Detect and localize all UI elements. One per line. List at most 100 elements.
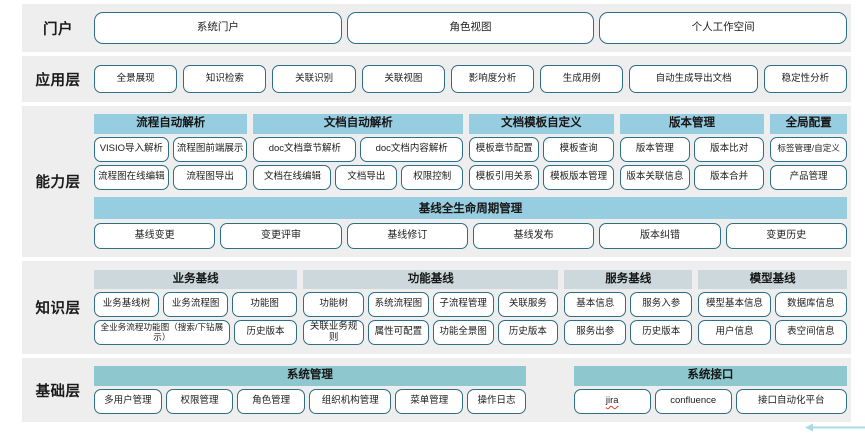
jira-label: jira <box>605 394 619 406</box>
foundation-item[interactable]: 多用户管理 <box>94 388 162 414</box>
knowledge-item[interactable]: 系统流程图 <box>367 292 429 318</box>
foundation-item-confluence[interactable]: confluence <box>654 388 732 414</box>
knowledge-item[interactable]: 业务流程图 <box>163 292 229 318</box>
knowledge-item[interactable]: 服务入参 <box>630 292 693 318</box>
foundation-item[interactable]: 菜单管理 <box>395 388 464 414</box>
foundation-item[interactable]: 操作日志 <box>467 388 526 414</box>
knowledge-item[interactable]: 关联业务规则 <box>303 320 364 346</box>
baseline-item[interactable]: 版本纠错 <box>599 222 721 249</box>
knowledge-item[interactable]: 用户信息 <box>698 320 771 346</box>
capability-group-1-header: 文档自动解析 <box>253 114 464 134</box>
application-item-4[interactable]: 影响度分析 <box>450 65 535 93</box>
baseline-item[interactable]: 基线发布 <box>472 222 595 249</box>
knowledge-groups: 业务基线 业务基线树 业务流程图 功能图 全业务流程功能图（搜索/下钻展示） 历… <box>94 269 848 346</box>
knowledge-group-0-header: 业务基线 <box>94 269 298 290</box>
layer-foundation: 基础层 系统管理 多用户管理 权限管理 角色管理 组织机构管理 菜单管理 操作日… <box>22 358 851 422</box>
capability-item[interactable]: 版本管理 <box>619 136 690 162</box>
capability-item[interactable]: 标签管理/自定义 <box>770 136 847 162</box>
capability-groups: 流程自动解析 VISIO导入解析 流程图前端展示 流程图在线编辑 流程图导出 <box>94 114 847 190</box>
knowledge-group-1-row-0: 功能树 系统流程图 子流程管理 关联服务 <box>303 292 559 318</box>
knowledge-item[interactable]: 功能图 <box>232 292 298 318</box>
knowledge-item[interactable]: 历史版本 <box>233 320 298 346</box>
portal-item-0[interactable]: 系统门户 <box>94 12 342 44</box>
knowledge-item[interactable]: 关联服务 <box>497 292 559 318</box>
capability-item[interactable]: 流程图在线编辑 <box>94 164 169 190</box>
knowledge-item[interactable]: 基本信息 <box>564 292 627 318</box>
baseline-lifecycle-header: 基线全生命周期管理 <box>94 196 847 219</box>
knowledge-item[interactable]: 全业务流程功能图（搜索/下钻展示） <box>94 320 230 346</box>
knowledge-item[interactable]: 模型基本信息 <box>698 292 771 318</box>
capability-group-3-header: 版本管理 <box>619 114 765 134</box>
capability-item[interactable]: 版本比对 <box>693 136 765 162</box>
application-item-7[interactable]: 稳定性分析 <box>763 65 848 93</box>
baseline-item[interactable]: 基线变更 <box>94 222 216 249</box>
capability-item[interactable]: 产品管理 <box>770 164 847 190</box>
application-item-5[interactable]: 生成用例 <box>540 65 624 93</box>
knowledge-group-3-header: 模型基线 <box>698 269 847 290</box>
portal-item-row: 系统门户 角色视图 个人工作空间 <box>94 12 848 44</box>
capability-item[interactable]: 流程图前端展示 <box>172 136 248 162</box>
capability-item[interactable]: 文档导出 <box>335 164 398 190</box>
capability-item[interactable]: 模板引用关系 <box>469 164 540 190</box>
baseline-item[interactable]: 基线修订 <box>346 222 468 249</box>
capability-item[interactable]: 版本关联信息 <box>619 164 690 190</box>
capability-group-0-row-1: 流程图在线编辑 流程图导出 <box>94 164 248 190</box>
capability-item[interactable]: 版本合并 <box>693 164 765 190</box>
capability-item[interactable]: VISIO导入解析 <box>94 136 169 162</box>
foundation-groups: 系统管理 多用户管理 权限管理 角色管理 组织机构管理 菜单管理 操作日志 <box>94 366 847 414</box>
baseline-item[interactable]: 变更历史 <box>725 222 847 249</box>
knowledge-group-2-header: 服务基线 <box>564 269 693 290</box>
capability-item[interactable]: 模板版本管理 <box>543 164 614 190</box>
foundation-item[interactable]: 角色管理 <box>237 388 305 414</box>
baseline-item[interactable]: 变更评审 <box>220 222 342 249</box>
knowledge-item[interactable]: 历史版本 <box>497 320 559 346</box>
layer-knowledge: 知识层 业务基线 业务基线树 业务流程图 功能图 全业务流程功能图（搜索/下钻展… <box>22 261 851 354</box>
knowledge-group-3: 模型基线 模型基本信息 数据库信息 用户信息 表空间信息 <box>698 269 848 346</box>
capability-group-1-row-1: 文档在线编辑 文档导出 权限控制 <box>253 164 464 190</box>
capability-item[interactable]: doc文档章节解析 <box>253 136 357 162</box>
capability-group-4: 全局配置 标签管理/自定义 产品管理 <box>770 114 847 190</box>
portal-item-2[interactable]: 个人工作空间 <box>599 12 848 44</box>
application-item-row: 全景展现 知识检索 关联识别 关联视图 影响度分析 生成用例 自动生成导出文档 … <box>94 65 848 93</box>
capability-group-2-row-1: 模板引用关系 模板版本管理 <box>469 164 614 190</box>
knowledge-item[interactable]: 业务基线树 <box>94 292 160 318</box>
layer-application: 应用层 全景展现 知识检索 关联识别 关联视图 影响度分析 生成用例 自动生成导… <box>22 56 851 102</box>
knowledge-group-1-header: 功能基线 <box>303 269 559 290</box>
capability-item[interactable]: 文档在线编辑 <box>253 164 332 190</box>
foundation-item[interactable]: 组织机构管理 <box>308 388 392 414</box>
knowledge-item[interactable]: 功能树 <box>303 292 364 318</box>
foundation-item-api-platform[interactable]: 接口自动化平台 <box>735 388 847 414</box>
knowledge-item[interactable]: 子流程管理 <box>432 292 494 318</box>
capability-group-1: 文档自动解析 doc文档章节解析 doc文档内容解析 文档在线编辑 文档导出 权… <box>253 114 464 190</box>
application-item-0[interactable]: 全景展现 <box>94 65 178 93</box>
application-item-6[interactable]: 自动生成导出文档 <box>629 65 758 93</box>
foundation-group-1-row-0: jira confluence 接口自动化平台 <box>573 388 847 414</box>
capability-item[interactable]: 模板章节配置 <box>469 136 540 162</box>
capability-item[interactable]: doc文档内容解析 <box>360 136 464 162</box>
foundation-item-jira[interactable]: jira <box>573 388 651 414</box>
knowledge-item[interactable]: 服务出参 <box>564 320 627 346</box>
knowledge-group-2-row-1: 服务出参 历史版本 <box>564 320 693 346</box>
capability-item[interactable]: 权限控制 <box>401 164 464 190</box>
foundation-group-0: 系统管理 多用户管理 权限管理 角色管理 组织机构管理 菜单管理 操作日志 <box>94 366 526 414</box>
application-item-3[interactable]: 关联视图 <box>361 65 445 93</box>
capability-group-4-row-0: 标签管理/自定义 <box>770 136 847 162</box>
knowledge-item[interactable]: 数据库信息 <box>774 292 848 318</box>
capability-group-3: 版本管理 版本管理 版本比对 版本关联信息 版本合并 <box>619 114 765 190</box>
portal-item-1[interactable]: 角色视图 <box>346 12 595 44</box>
knowledge-group-2-row-0: 基本信息 服务入参 <box>564 292 693 318</box>
capability-group-2: 文档模板自定义 模板章节配置 模板查询 模板引用关系 模板版本管理 <box>469 114 614 190</box>
application-item-2[interactable]: 关联识别 <box>272 65 356 93</box>
foundation-group-0-row-0: 多用户管理 权限管理 角色管理 组织机构管理 菜单管理 操作日志 <box>94 388 526 414</box>
knowledge-item[interactable]: 功能全景图 <box>432 320 494 346</box>
capability-group-4-row-1: 产品管理 <box>770 164 847 190</box>
capability-item[interactable]: 模板查询 <box>543 136 614 162</box>
application-item-1[interactable]: 知识检索 <box>183 65 267 93</box>
knowledge-item[interactable]: 历史版本 <box>630 320 693 346</box>
knowledge-item[interactable]: 属性可配置 <box>367 320 429 346</box>
knowledge-item[interactable]: 表空间信息 <box>774 320 848 346</box>
foundation-item[interactable]: 权限管理 <box>165 388 234 414</box>
knowledge-group-3-row-0: 模型基本信息 数据库信息 <box>698 292 848 318</box>
capability-item[interactable]: 流程图导出 <box>172 164 248 190</box>
